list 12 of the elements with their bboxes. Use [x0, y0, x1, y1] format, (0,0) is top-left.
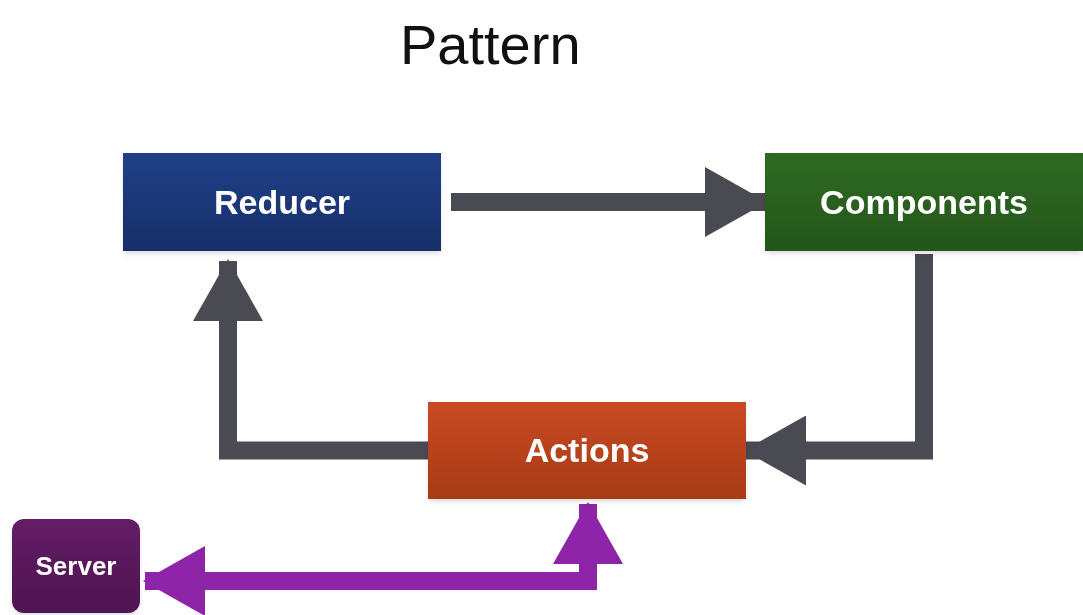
process-box [12, 519, 140, 613]
process-box [765, 153, 1083, 251]
arrow [193, 259, 428, 460]
process-box [123, 153, 441, 251]
node-label: Reducer [213, 181, 351, 223]
arrow [143, 502, 623, 615]
node-label: Server [35, 549, 117, 583]
arrow [451, 167, 767, 237]
node-label: Actions [524, 430, 650, 471]
title: Pattern [400, 12, 581, 78]
node-label: Components [820, 181, 1028, 223]
process-box [428, 402, 746, 499]
